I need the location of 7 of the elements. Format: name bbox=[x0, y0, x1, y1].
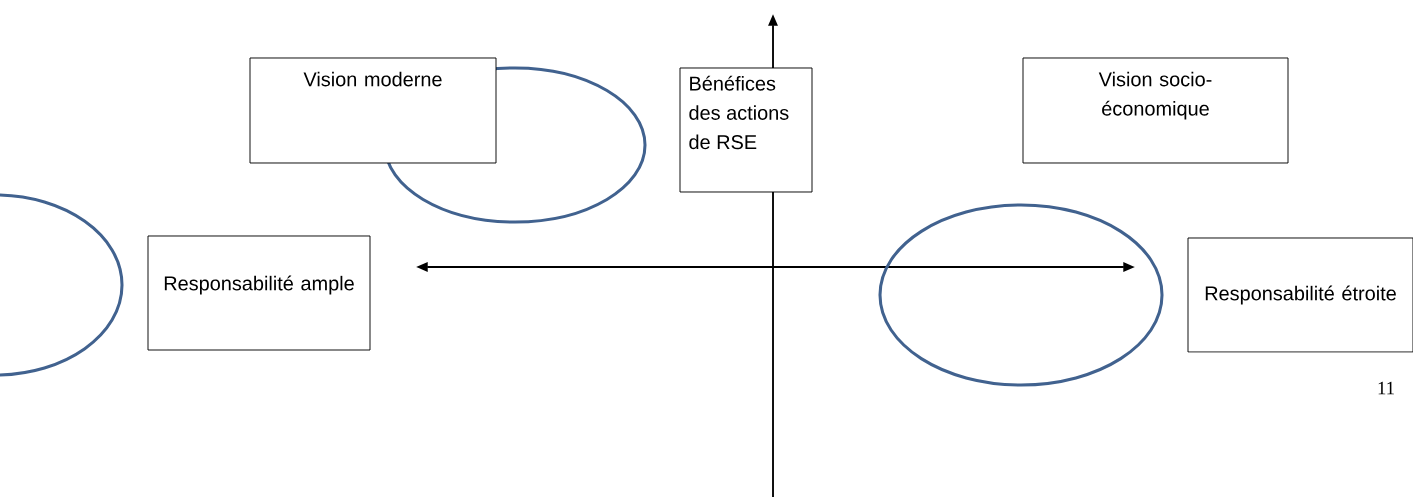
text-box: Vision moderne bbox=[249, 57, 497, 164]
text-box: Bénéfices des actions de RSE bbox=[679, 67, 813, 193]
text-box: Responsabilité étroite bbox=[1187, 237, 1413, 353]
text-box: Responsabilité ample bbox=[147, 235, 371, 351]
ellipse bbox=[878, 203, 1164, 387]
text-box: Vision socio-économique bbox=[1022, 57, 1289, 164]
page-number: 11 bbox=[1378, 381, 1394, 395]
